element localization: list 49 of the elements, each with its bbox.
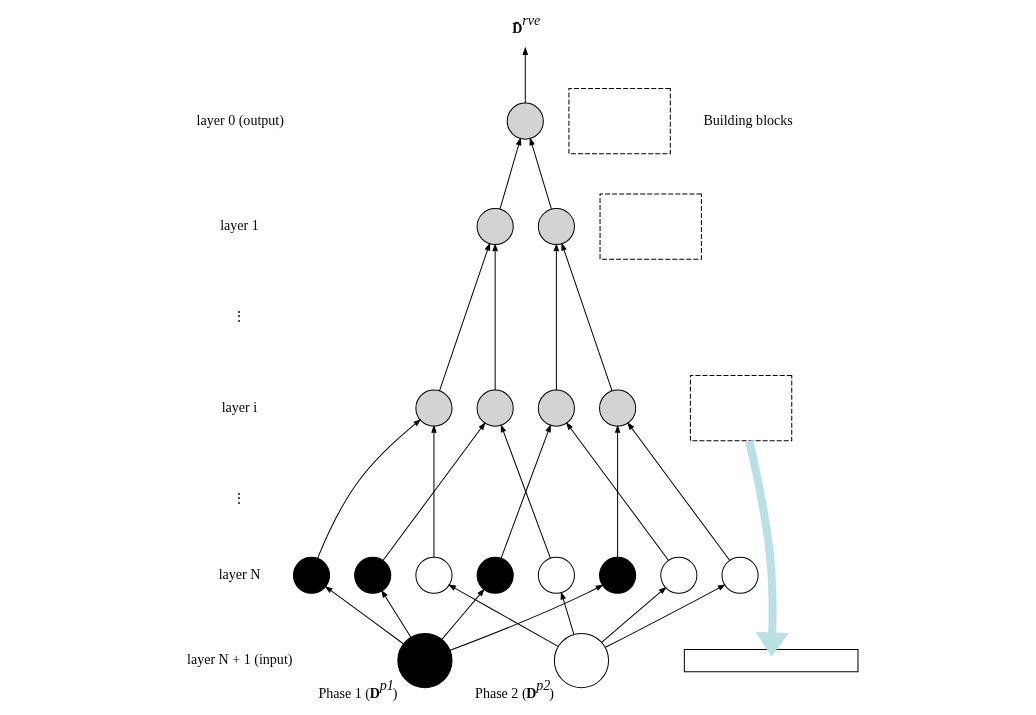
label: layer 0 (output): [196, 111, 284, 128]
arrow: [316, 419, 421, 559]
arrow: [448, 584, 559, 647]
node-circle: [476, 556, 514, 594]
arrow: [627, 422, 730, 561]
node-circle: [721, 556, 759, 594]
node-circle: [537, 389, 575, 427]
arrow: [500, 425, 551, 559]
label: layer N: [218, 566, 260, 583]
arrow: [449, 584, 603, 651]
arrow: [614, 425, 620, 558]
arrow: [440, 589, 484, 640]
arrow: [380, 590, 411, 638]
arrow: [553, 244, 559, 391]
arrow: [604, 584, 725, 648]
arrow: [600, 587, 666, 643]
label: ⋮: [231, 489, 246, 506]
node-circle: [414, 556, 452, 594]
node-circle: [476, 389, 514, 427]
label: layer 1: [219, 217, 259, 234]
arrow: [744, 440, 789, 657]
node-box: [567, 88, 671, 155]
label: layer i: [221, 398, 257, 415]
arrow: [382, 422, 485, 561]
label: layer N + 1 (input): [186, 651, 292, 668]
arrow: [430, 425, 437, 558]
arrow: [529, 138, 552, 210]
arrow: [522, 47, 528, 104]
arrow: [492, 244, 498, 391]
node-circle: [598, 389, 636, 427]
node-circle: [476, 207, 514, 246]
arrow: [499, 138, 521, 210]
node-box: [599, 193, 702, 260]
label: Building blocks: [702, 111, 793, 128]
node-circle: [396, 633, 452, 689]
node-circle: [553, 633, 609, 689]
node-circle: [537, 556, 575, 594]
node-circle: [353, 556, 391, 594]
node-circle: [537, 207, 575, 246]
label: ⋮: [231, 308, 246, 325]
arrow: [324, 586, 404, 645]
node-circle: [598, 556, 636, 594]
arrow: [560, 592, 574, 635]
node-box: [683, 649, 858, 673]
node-circle: [506, 102, 544, 140]
arrow: [560, 243, 613, 392]
node-box: [689, 375, 792, 442]
arrow: [565, 422, 669, 561]
arrow: [438, 243, 490, 392]
